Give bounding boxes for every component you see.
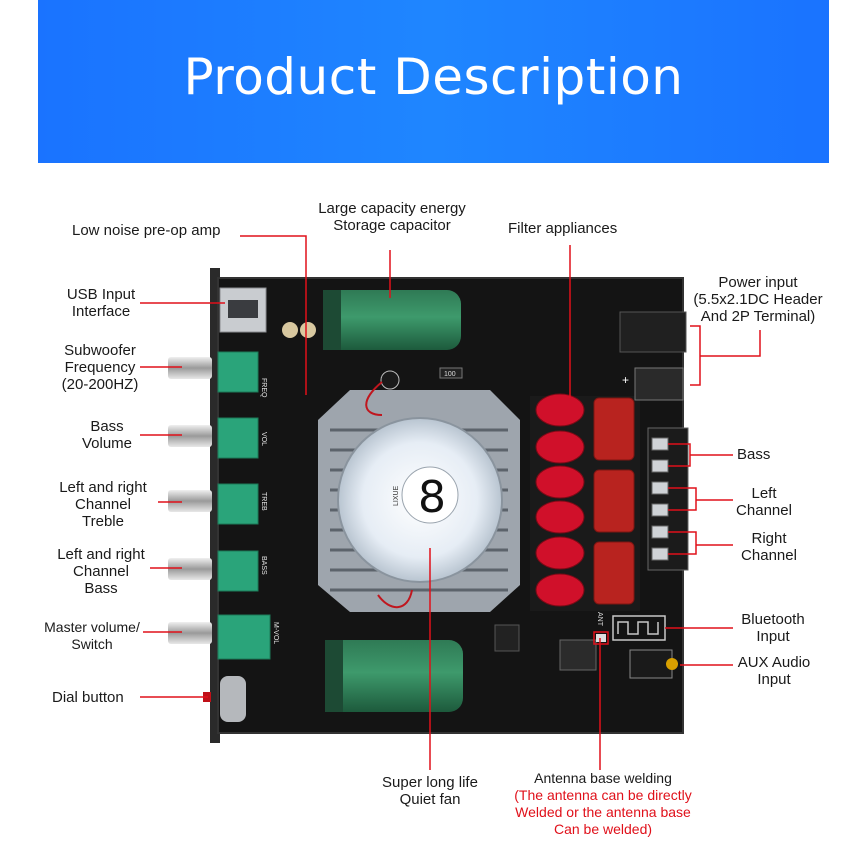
speaker-terminal-block xyxy=(647,427,689,571)
label-bass-output: Bass xyxy=(737,446,771,463)
pot-mark-bass: BASS xyxy=(260,556,267,575)
label-filter: Filter appliances xyxy=(508,220,618,237)
heatsink: 8 LIXUE xyxy=(318,390,520,612)
fan-logo-icon: 8 xyxy=(418,472,446,523)
pot-mark-vol: VOL xyxy=(260,432,267,446)
knob-treble xyxy=(168,483,259,525)
dial-button xyxy=(220,676,246,722)
label-dial: Dial button xyxy=(52,689,124,706)
header-banner: Product Description xyxy=(38,0,829,163)
pot-mark-freq: FREQ xyxy=(260,378,267,398)
ant-mark: ANT xyxy=(596,612,603,627)
storage-capacitor-bottom xyxy=(325,640,463,712)
power-terminal xyxy=(634,367,684,401)
resistor-mark: 100 xyxy=(444,371,456,378)
page-title: Product Description xyxy=(183,48,684,106)
label-low-noise: Low noise pre-op amp xyxy=(72,222,221,239)
aux-jack xyxy=(629,649,673,679)
pot-mark-treb: TREB xyxy=(260,492,267,511)
leader-lines xyxy=(140,235,761,770)
filter-appliances xyxy=(530,393,640,611)
svg-text:+: + xyxy=(622,373,629,387)
knob-lr-bass xyxy=(168,550,259,592)
knob-bass-volume xyxy=(168,417,259,459)
fan-brand: LIXUE xyxy=(393,485,400,506)
dc-jack xyxy=(619,311,687,353)
pot-mark-mvol: M-VOL xyxy=(272,622,279,644)
storage-capacitor-top xyxy=(323,290,461,350)
knob-subwoofer-frequency xyxy=(168,351,259,393)
knob-master-volume xyxy=(168,614,271,660)
side-panel xyxy=(210,268,220,743)
label-antenna: Antenna base welding (The antenna can be… xyxy=(514,770,692,837)
label-master-volume: Master volume/Switch xyxy=(44,619,140,652)
